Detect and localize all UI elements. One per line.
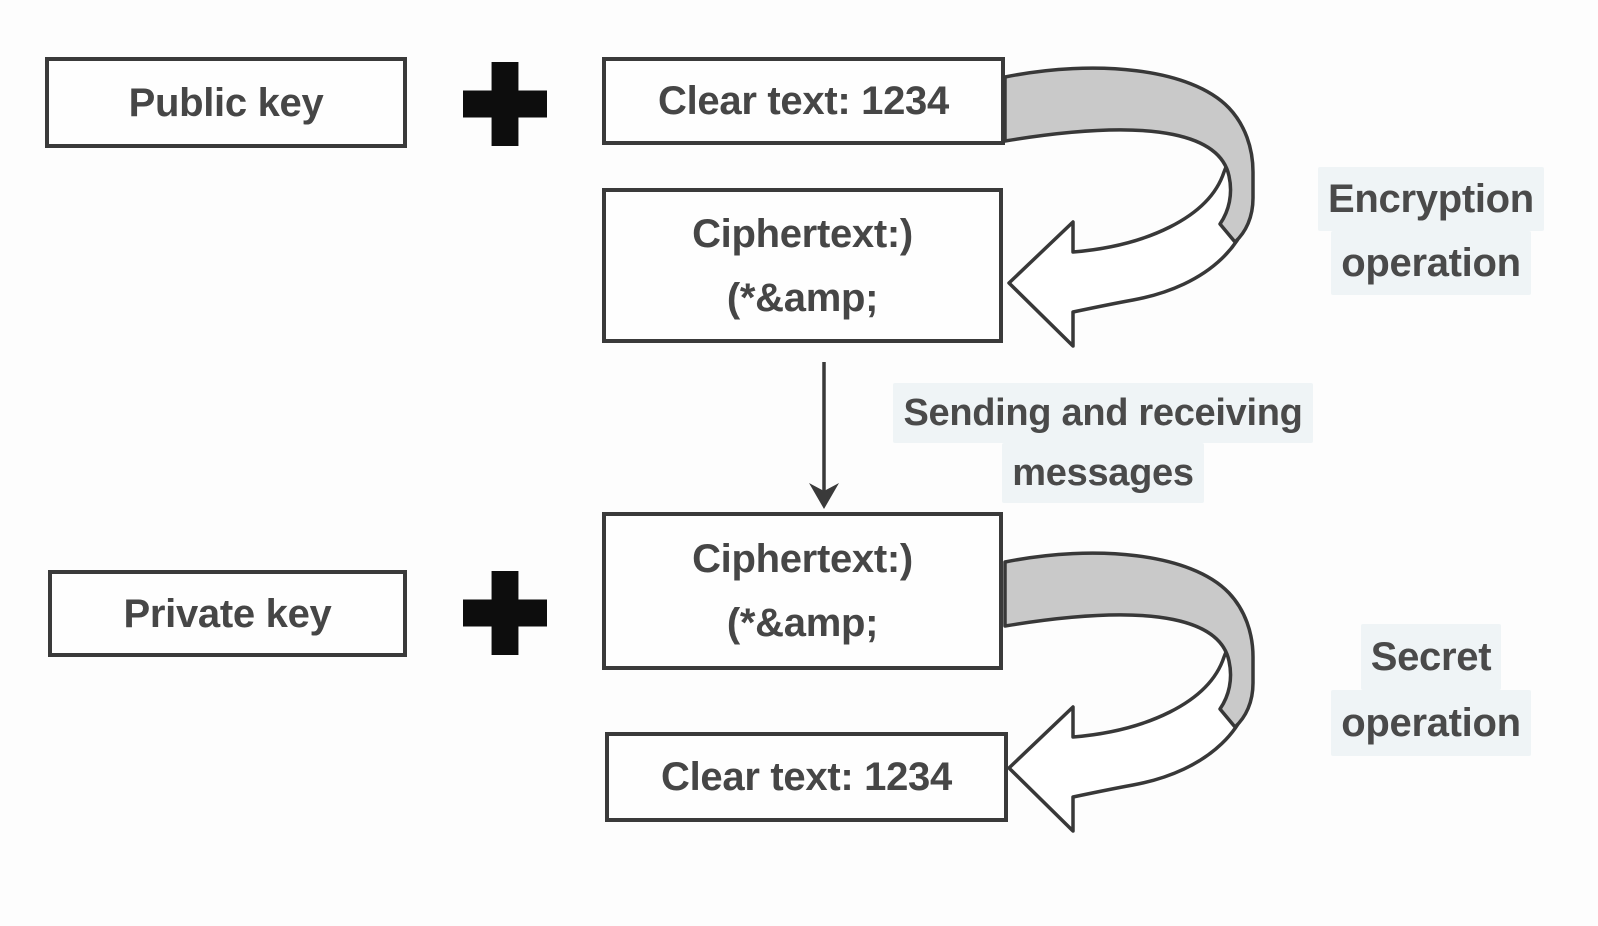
private-key-box: Private key: [48, 570, 407, 657]
ciphertext-top-line1: Ciphertext:): [692, 211, 913, 256]
encryption-operation-label: Encryption operation: [1256, 167, 1598, 295]
public-key-label: Public key: [128, 80, 324, 125]
plus-icon: [463, 571, 547, 655]
public-key-box: Public key: [45, 57, 407, 148]
private-key-label: Private key: [123, 591, 332, 636]
sending-receiving-label: Sending and receiving messages: [860, 383, 1346, 503]
clear-text-bottom-label: Clear text: 1234: [661, 755, 952, 799]
encryption-operation-line1: Encryption: [1318, 167, 1544, 231]
loop-arrow-icon: [1003, 66, 1255, 348]
secret-operation-label: Secret operation: [1256, 624, 1598, 756]
clear-text-bottom-box: Clear text: 1234: [605, 732, 1008, 822]
ciphertext-top-box: Ciphertext:) (*&amp;: [602, 188, 1003, 343]
clear-text-top-label: Clear text: 1234: [658, 79, 949, 123]
ciphertext-bottom-box: Ciphertext:) (*&amp;: [602, 512, 1003, 670]
secret-operation-line2: operation: [1331, 690, 1531, 756]
clear-text-top-box: Clear text: 1234: [602, 57, 1005, 145]
ciphertext-bottom-line1: Ciphertext:): [692, 537, 913, 581]
loop-arrow-icon: [1003, 551, 1255, 833]
down-arrow-icon: [809, 362, 839, 509]
secret-operation-line1: Secret: [1360, 624, 1502, 690]
sending-receiving-line2: messages: [1002, 443, 1204, 503]
ciphertext-top-line2: (*&amp;: [726, 275, 879, 320]
plus-icon: [463, 62, 547, 146]
ciphertext-bottom-line2: (*&amp;: [726, 601, 879, 645]
encryption-operation-line2: operation: [1331, 231, 1531, 295]
sending-receiving-line1: Sending and receiving: [893, 383, 1313, 443]
